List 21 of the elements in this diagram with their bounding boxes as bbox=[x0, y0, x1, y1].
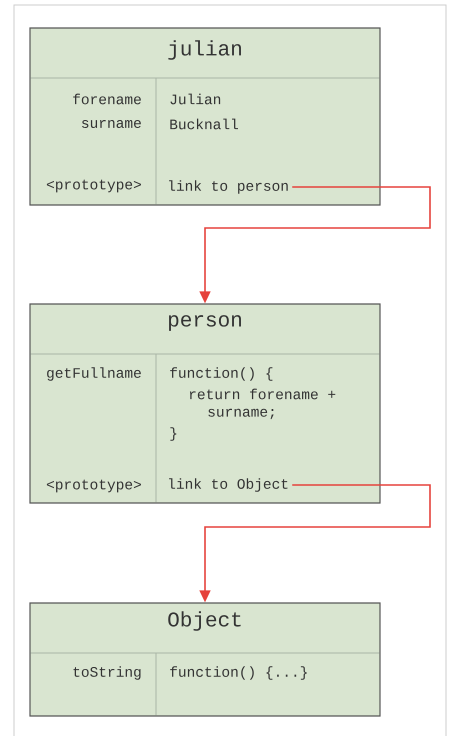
link-text: link to person bbox=[169, 180, 288, 194]
object-box bbox=[29, 303, 381, 504]
box-title: person bbox=[169, 315, 241, 331]
object-box bbox=[29, 602, 381, 717]
link-text: link to Object bbox=[169, 478, 288, 492]
box-title: julian bbox=[168, 40, 241, 60]
property-value: function() { bbox=[170, 367, 272, 381]
property-value: Bucknall bbox=[170, 118, 238, 130]
property-value: function() {...} bbox=[170, 666, 307, 680]
property-value: Julian bbox=[170, 94, 220, 104]
property-name: surname bbox=[82, 120, 141, 128]
property-name: getFullname bbox=[47, 367, 141, 381]
property-name: toString bbox=[74, 666, 141, 680]
property-name: <prototype> bbox=[46, 180, 141, 192]
property-value: } bbox=[170, 427, 176, 441]
box-title: Object bbox=[168, 611, 241, 631]
property-value: surname; bbox=[208, 408, 274, 420]
property-name: <prototype> bbox=[46, 480, 141, 492]
property-name: forename bbox=[73, 94, 141, 104]
object-box bbox=[29, 27, 381, 206]
property-value: return forename + bbox=[190, 388, 336, 400]
